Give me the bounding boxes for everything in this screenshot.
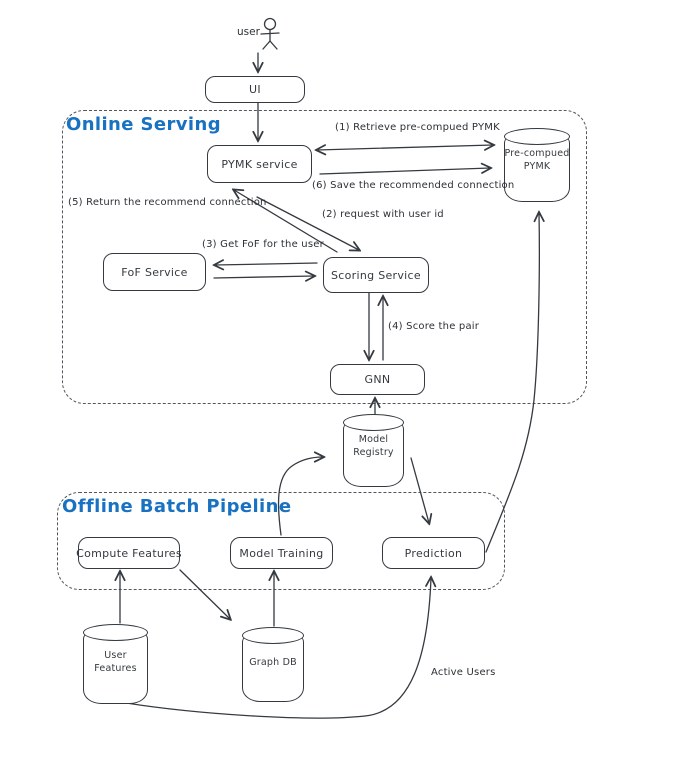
node-model-training: Model Training [230, 537, 333, 569]
datastore-label: Graph DB [249, 657, 297, 668]
node-pymk-service: PYMK service [207, 145, 312, 183]
cylinder-top-ellipse [343, 414, 404, 431]
offline-batch-title: Offline Batch Pipeline [62, 496, 292, 517]
arrow-return-recommendation [234, 190, 338, 253]
datastore-label: Pre-compued [504, 148, 570, 159]
user-actor-label: user [237, 26, 260, 38]
user-actor-icon [260, 17, 280, 50]
arrow-save-connection [319, 168, 490, 175]
datastore-label: Features [94, 662, 137, 674]
node-fof-service: FoF Service [103, 253, 206, 291]
datastore-label: Registry [353, 446, 394, 458]
arrow-compute-to-graphdb [179, 569, 230, 619]
offline-batch-container [57, 492, 505, 590]
arrow-active-users [113, 578, 431, 719]
arrow-training-to-registry [277, 457, 323, 536]
edge-label-request: (2) request with user id [322, 209, 444, 220]
datastore-label: User [104, 650, 127, 661]
cylinder-top-ellipse [83, 624, 148, 641]
node-scoring-service: Scoring Service [323, 257, 429, 293]
datastore-model-registry: Model Registry [343, 414, 404, 487]
edge-label-return: (5) Return the recommend connection [68, 197, 267, 208]
edge-label-score: (4) Score the pair [388, 321, 480, 332]
datastore-label: Model [358, 434, 389, 445]
online-serving-container [62, 110, 587, 404]
online-serving-title: Online Serving [66, 114, 221, 135]
node-gnn: GNN [330, 364, 425, 395]
cylinder-top-ellipse [242, 627, 304, 644]
datastore-label: PYMK [523, 160, 551, 172]
arrow-scoring-to-fof [215, 263, 318, 265]
node-compute-features: Compute Features [76, 537, 182, 569]
arrow-retrieve-precomputed [317, 145, 493, 150]
arrow-registry-to-prediction [410, 457, 429, 523]
arrow-prediction-to-precomputed [485, 213, 539, 553]
node-prediction: Prediction [382, 537, 485, 569]
arrow-fof-to-scoring [213, 276, 314, 278]
cylinder-top-ellipse [504, 128, 570, 145]
arrow-request-with-userid [256, 196, 359, 250]
datastore-graph-db: Graph DB [242, 627, 304, 702]
datastore-precomputed-pymk: Pre-compued PYMK [504, 128, 570, 202]
node-ui: UI [205, 76, 305, 103]
edge-label-save: (6) Save the recommended connection [312, 180, 515, 191]
edge-label-get-fof: (3) Get FoF for the user [202, 239, 324, 250]
datastore-user-features: User Features [83, 624, 148, 704]
edge-label-active-users: Active Users [431, 667, 496, 678]
edge-label-retrieve: (1) Retrieve pre-compued PYMK [335, 122, 500, 133]
